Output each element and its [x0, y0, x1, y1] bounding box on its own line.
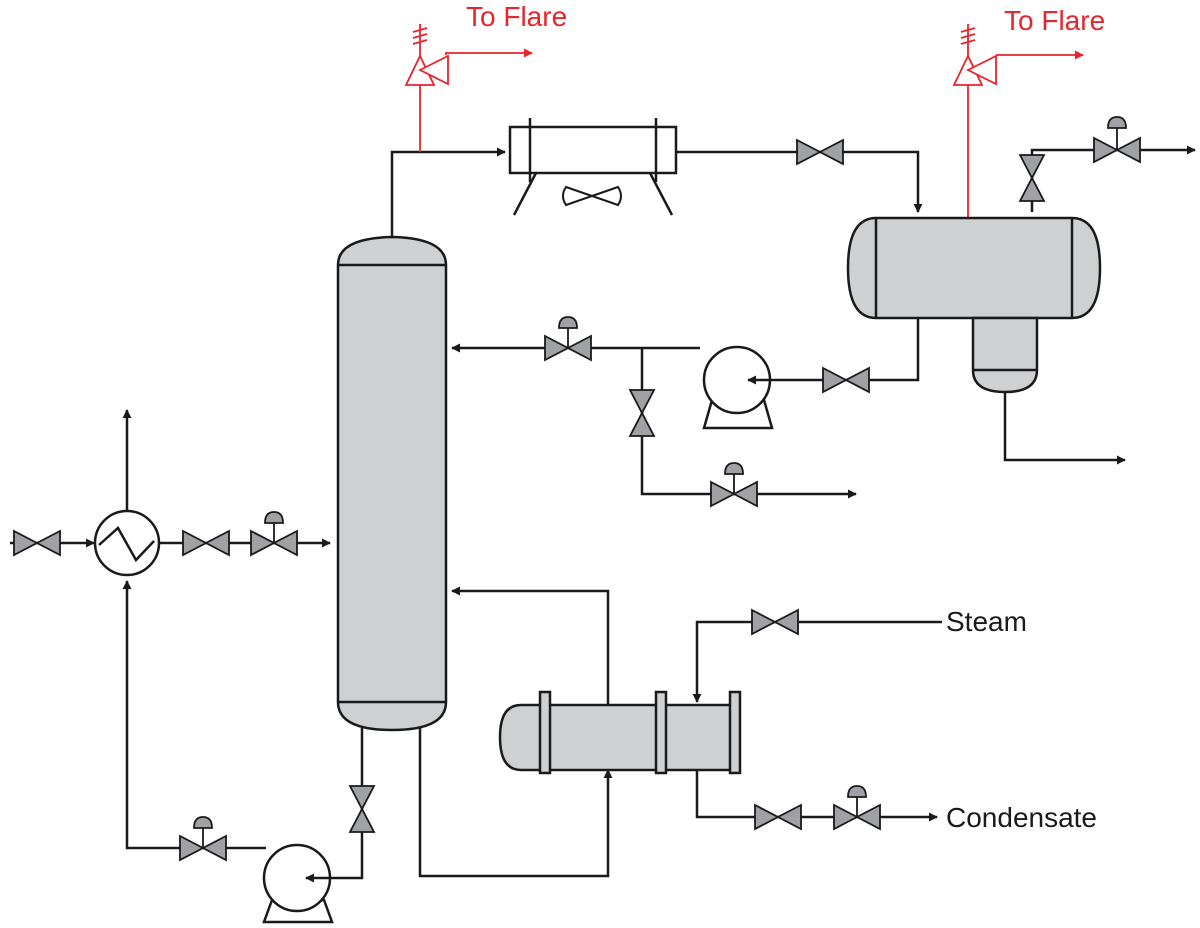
control-valve-icon[interactable]	[179, 816, 227, 862]
reboiler-feed-line	[418, 728, 613, 878]
gate-valve-icon[interactable]	[348, 785, 376, 833]
bottoms-to-preheater-line	[122, 580, 266, 850]
control-valve-icon[interactable]	[1093, 116, 1141, 164]
gate-valve-icon[interactable]	[751, 608, 799, 636]
relief-valve-icon[interactable]	[404, 24, 449, 86]
flare-outlet-left	[445, 48, 533, 58]
gate-valve-icon[interactable]	[822, 366, 870, 394]
fan-icon	[562, 185, 622, 207]
gate-valve-icon[interactable]	[754, 803, 802, 831]
flare-lines	[419, 48, 1084, 217]
drum-outlet-line	[747, 318, 920, 385]
control-valve-icon[interactable]	[710, 462, 758, 508]
gate-valve-icon[interactable]	[1018, 154, 1046, 202]
pump-icon[interactable]	[702, 345, 774, 430]
steam-label: Steam	[946, 606, 1027, 637]
condensed-overhead-line	[676, 150, 923, 213]
flare-label-left: To Flare	[466, 1, 568, 32]
reboiler[interactable]	[498, 690, 742, 775]
drum-vent-line	[1030, 145, 1196, 212]
condensate-line	[695, 770, 938, 822]
overhead-vapor-line	[390, 147, 506, 238]
flare-label-right: To Flare	[1004, 5, 1106, 36]
gate-valve-icon[interactable]	[13, 529, 61, 557]
condensate-label: Condensate	[946, 802, 1098, 833]
distillation-column[interactable]	[336, 235, 448, 732]
control-valve-icon[interactable]	[833, 785, 881, 831]
drum-boot[interactable]	[971, 316, 1039, 394]
heat-exchanger-icon[interactable]	[93, 509, 161, 577]
pump-icon[interactable]	[262, 843, 334, 924]
control-valve-icon[interactable]	[250, 511, 298, 557]
reboiler-return-line	[451, 586, 610, 705]
reflux-drum[interactable]	[846, 216, 1102, 320]
control-valve-icon[interactable]	[544, 316, 592, 362]
steam-line	[692, 620, 942, 703]
gate-valve-icon[interactable]	[628, 389, 656, 437]
relief-valve-icon[interactable]	[952, 24, 997, 86]
gate-valve-icon[interactable]	[182, 529, 230, 557]
air-cooler[interactable]	[508, 118, 678, 216]
gate-valve-icon[interactable]	[796, 138, 844, 166]
boot-draw-line	[1003, 392, 1126, 465]
